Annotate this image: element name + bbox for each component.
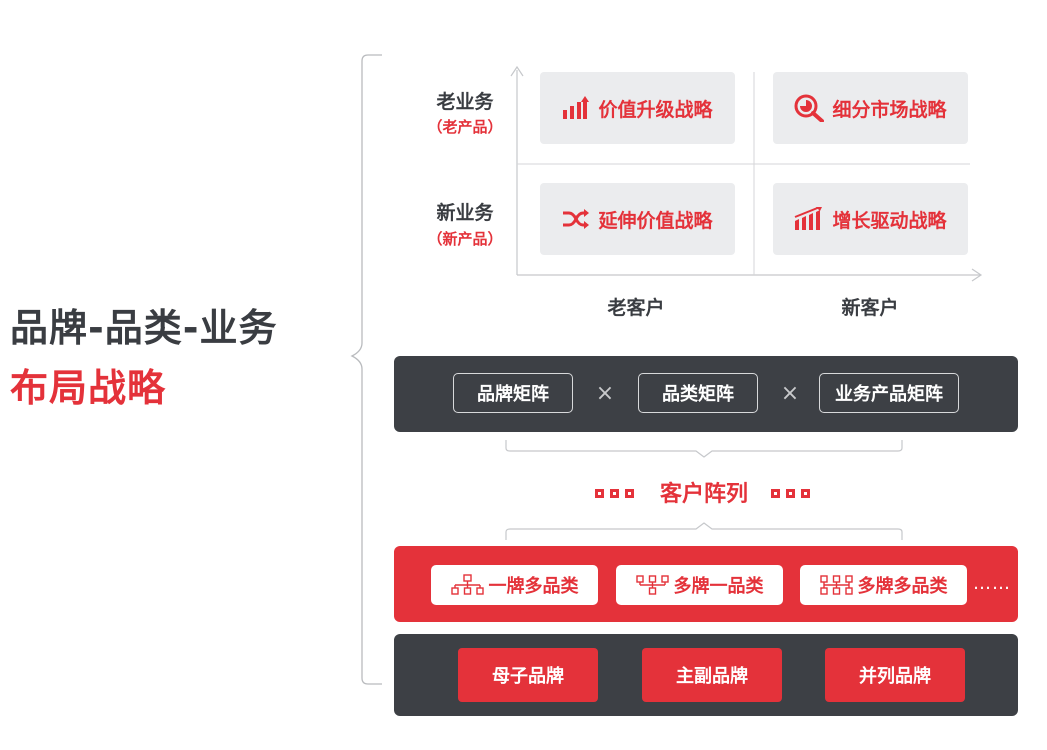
matrix-axes (510, 65, 983, 282)
col-label-old-customer: 老客户 (607, 297, 665, 319)
magnifier-pie-icon (794, 94, 825, 122)
business-product-matrix-box: 业务产品矩阵 (819, 373, 959, 413)
ellipsis: …… (973, 573, 1011, 594)
row-sub-new-product: （新产品） (427, 230, 503, 248)
parallel-brand: 并列品牌 (825, 648, 965, 702)
brand-matrix-box: 品牌矩阵 (453, 373, 573, 413)
parent-child-brand: 母子品牌 (458, 648, 598, 702)
cell-extend-value: 延伸价值战略 (540, 183, 735, 255)
category-matrix-box: 品类矩阵 (638, 373, 758, 413)
cell-segment-market: 细分市场战略 (773, 72, 968, 144)
tree-one-brand-icon (450, 574, 484, 595)
tree-multi-one-icon (635, 575, 669, 595)
main-sub-brand: 主副品牌 (642, 648, 782, 702)
diagram-title-line2: 布局战略 (10, 366, 167, 410)
brand-structure-label: 多牌一品类 (673, 576, 764, 597)
right-squares-icon (768, 483, 813, 502)
row-sub-old-product: （老产品） (427, 118, 503, 136)
cell-label: 延伸价值战略 (598, 209, 713, 232)
brace-down-icon (505, 440, 903, 458)
matrix-bar (394, 356, 1018, 432)
col-label-new-customer: 新客户 (841, 297, 899, 319)
row-label-new-business: 新业务 (436, 202, 494, 224)
one-brand-multi-category: 一牌多品类 (431, 565, 598, 605)
bars-arrow-up-icon (563, 96, 590, 119)
customer-array-label: 客户阵列 (659, 482, 748, 507)
times-sign: × (780, 381, 800, 406)
left-squares-icon (592, 483, 637, 502)
shuffle-icon (563, 209, 590, 229)
cell-label: 增长驱动战略 (832, 209, 947, 232)
cell-label: 细分市场战略 (832, 98, 947, 121)
brand-structure-label: 一牌多品类 (488, 576, 579, 597)
brace-icon (350, 54, 382, 685)
cell-growth-driver: 增长驱动战略 (773, 183, 968, 255)
tree-multi-multi-icon (819, 575, 853, 595)
cell-value-upgrade: 价值升级战略 (540, 72, 735, 144)
multi-brand-multi-category: 多牌多品类 (800, 565, 967, 605)
row-label-old-business: 老业务 (436, 91, 494, 113)
diagram-title-line1: 品牌-品类-业务 (10, 306, 278, 350)
brace-up-icon (505, 522, 903, 540)
cell-label: 价值升级战略 (598, 98, 713, 121)
brand-structure-label: 多牌多品类 (857, 576, 948, 597)
multi-brand-one-category: 多牌一品类 (616, 565, 783, 605)
growth-bars-icon (795, 207, 823, 230)
times-sign: × (595, 381, 615, 406)
